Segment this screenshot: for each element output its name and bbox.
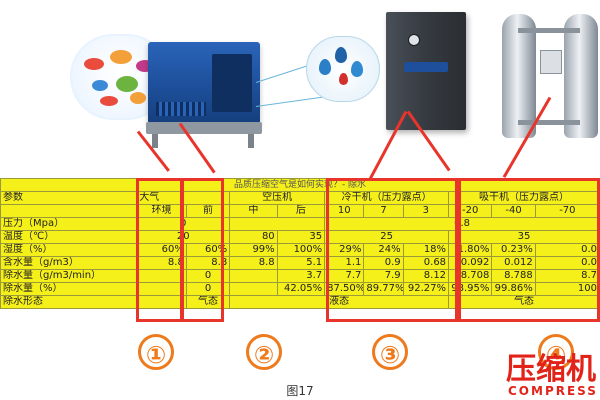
table-cell	[229, 282, 278, 296]
table-row: 除水形态 气态 液态 气态	[0, 295, 600, 309]
dewatering-table: 品质压缩空气是如何实现？- 除水 参数 大气 空压机 冷干机（压力露点） 吸干机…	[0, 178, 600, 309]
header-param: 参数	[0, 191, 138, 205]
stage-number-2: ②	[246, 334, 282, 370]
row-label: 湿度（%）	[0, 243, 138, 257]
subheader-cell: 后	[276, 204, 326, 218]
figure-caption: 图17	[286, 384, 314, 398]
row-label: 除水量（%）	[0, 282, 138, 296]
stage-number-1: ①	[138, 334, 174, 370]
table-cell: 100%	[276, 243, 326, 257]
table-row: 压力（Mpa） 0 0.8	[0, 217, 600, 231]
highlight-box-adsorption-dryer	[458, 178, 600, 322]
table-row: 除水量（g/m3/min） 0 3.7 7.7 7.9 8.12 8.708 8…	[0, 269, 600, 283]
subheader-cell: 中	[229, 204, 278, 218]
table-cell	[229, 217, 326, 231]
stage-number-3: ③	[372, 334, 408, 370]
row-label: 含水量（g/m3）	[0, 256, 138, 270]
table-cell: 5.1	[276, 256, 326, 270]
brand-logo-en: COMPRESS	[508, 384, 598, 398]
row-label: 除水形态	[0, 295, 138, 309]
air-compressor-icon	[146, 42, 262, 148]
table-cell	[229, 269, 278, 283]
row-label: 除水量（g/m3/min）	[0, 269, 138, 283]
refrigerated-dryer-icon	[386, 12, 466, 130]
highlight-box-compressor-before	[180, 178, 224, 322]
header-compressor: 空压机	[229, 191, 326, 205]
table-cell: 35	[276, 230, 326, 244]
table-cell: 99%	[229, 243, 278, 257]
brand-logo-cn: 压缩机	[506, 352, 596, 387]
row-label: 温度（℃）	[0, 230, 138, 244]
table-row: 温度（℃） 20 80 35 25 35	[0, 230, 600, 244]
highlight-box-atmosphere	[136, 178, 184, 322]
table-cell: 80	[229, 230, 278, 244]
adsorption-dryer-icon	[498, 8, 600, 154]
table-cell: 气态	[185, 295, 231, 309]
row-label: 压力（Mpa）	[0, 217, 138, 231]
connector-line	[255, 96, 326, 107]
table-cell: 3.7	[276, 269, 326, 283]
table-cell: 8.8	[229, 256, 278, 270]
water-drops-icon	[306, 36, 380, 102]
table-cell: 42.05%	[276, 282, 326, 296]
stage-number-4: ④	[538, 334, 574, 370]
subheader-cell	[0, 204, 138, 218]
highlight-box-refrigerated-dryer	[326, 178, 458, 322]
table-cell: 气态	[448, 295, 600, 309]
